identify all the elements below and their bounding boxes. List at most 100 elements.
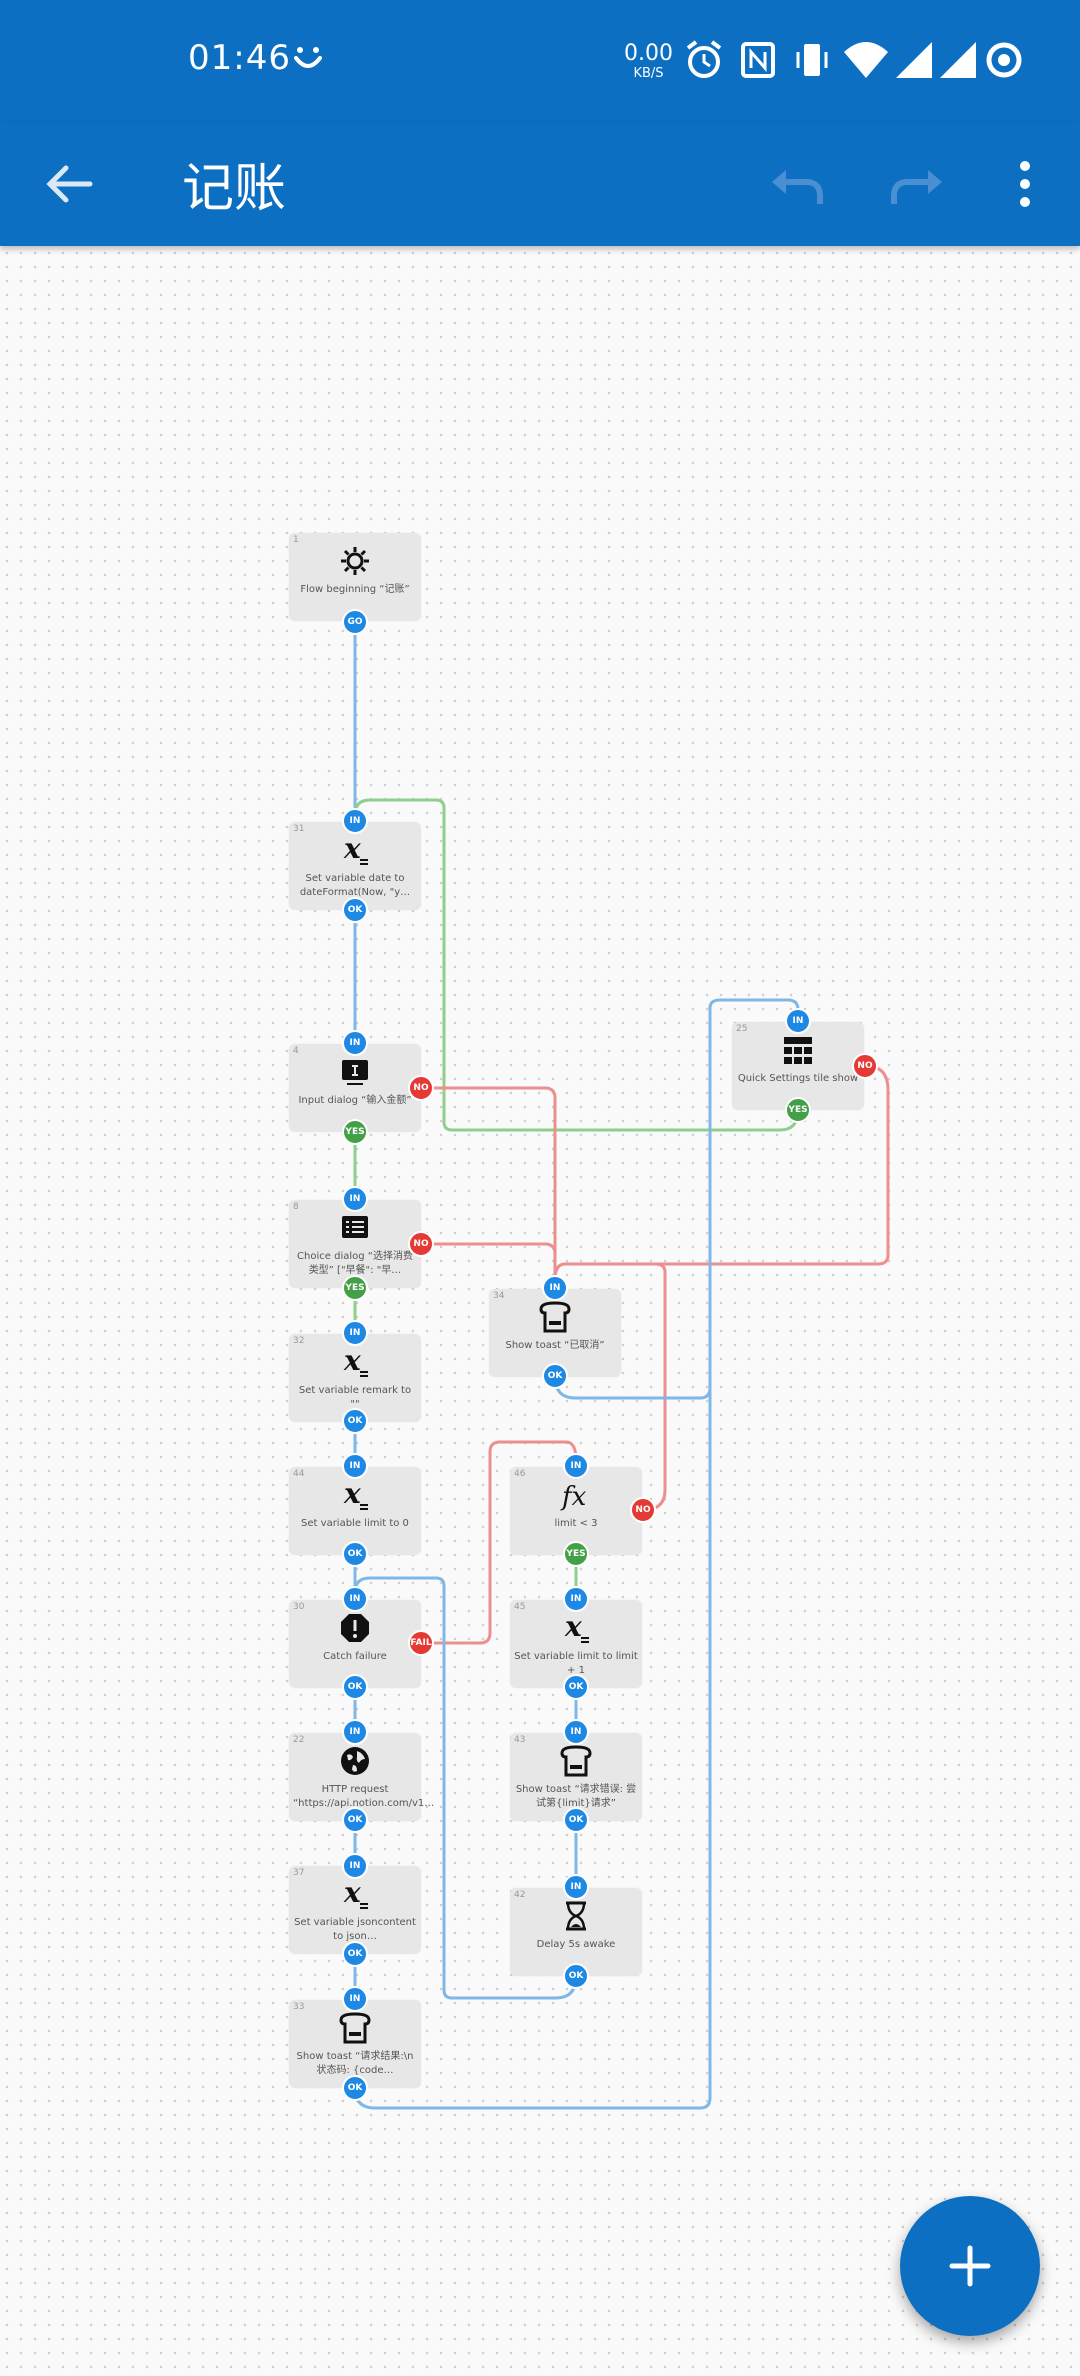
block-number: 44 xyxy=(293,1469,305,1479)
port-in[interactable]: IN xyxy=(342,1030,368,1056)
more-vert-icon[interactable] xyxy=(1010,154,1040,214)
port-in[interactable]: IN xyxy=(342,1719,368,1745)
block-number: 33 xyxy=(293,2002,305,2012)
port-fail[interactable]: FAIL xyxy=(408,1630,434,1656)
port-in[interactable]: IN xyxy=(342,1186,368,1212)
block-label: Show toast “请求结果:\n状态码: {code… xyxy=(296,2051,414,2076)
net-speed-unit: KB/S xyxy=(633,66,664,81)
svg-text:x: x xyxy=(343,1876,361,1909)
block-label: Set variable limit to 0 xyxy=(301,1518,409,1529)
port-ok[interactable]: OK xyxy=(563,1674,589,1700)
net-speed-value: 0.00 xyxy=(624,41,673,66)
port-in[interactable]: IN xyxy=(563,1586,589,1612)
smile-icon xyxy=(294,47,322,68)
port-ok[interactable]: OK xyxy=(342,1941,368,1967)
svg-text:fx: fx xyxy=(560,1482,587,1512)
port-ok[interactable]: OK xyxy=(563,1807,589,1833)
port-yes[interactable]: YES xyxy=(563,1541,589,1567)
alert-icon xyxy=(341,1614,369,1642)
port-yes[interactable]: YES xyxy=(785,1097,811,1123)
block-number: 34 xyxy=(493,1291,505,1301)
nfc-icon xyxy=(741,42,775,78)
port-in[interactable]: IN xyxy=(563,1719,589,1745)
choice-list-icon xyxy=(342,1216,368,1238)
hourglass-icon xyxy=(566,1901,586,1931)
port-ok[interactable]: OK xyxy=(342,2075,368,2101)
block-number: 43 xyxy=(514,1735,526,1745)
net-speed: 0.00 KB/S xyxy=(624,41,673,84)
port-yes[interactable]: YES xyxy=(342,1119,368,1145)
toast-icon xyxy=(560,1745,592,1777)
port-no[interactable]: NO xyxy=(852,1053,878,1079)
block-number: 31 xyxy=(293,824,305,834)
block-number: 32 xyxy=(293,1336,305,1346)
port-ok[interactable]: OK xyxy=(342,1408,368,1434)
add-icon xyxy=(949,2245,991,2287)
block-label: Show toast “已取消” xyxy=(505,1340,605,1351)
port-go[interactable]: GO xyxy=(342,609,368,635)
svg-text:x: x xyxy=(343,832,361,865)
globe-icon xyxy=(341,1747,369,1775)
block-number: 4 xyxy=(293,1046,299,1056)
block-number: 1 xyxy=(293,535,299,545)
input-dialog-icon xyxy=(342,1060,368,1085)
svg-text:x: x xyxy=(564,1610,582,1643)
port-no[interactable]: NO xyxy=(408,1075,434,1101)
status-time: 01:46 xyxy=(188,38,291,78)
alarm-icon xyxy=(686,40,722,78)
port-no[interactable]: NO xyxy=(630,1497,656,1523)
signal-1-icon xyxy=(896,42,932,78)
arrow-back-icon[interactable] xyxy=(40,154,100,214)
block-label: Quick Settings tile show xyxy=(737,1073,859,1084)
port-in[interactable]: IN xyxy=(563,1453,589,1479)
block-choice-dialog[interactable]: 8 Choice dialog “选择消费类型” ["早餐": "早… xyxy=(289,1200,421,1288)
add-block-button[interactable] xyxy=(900,2196,1040,2336)
port-in[interactable]: IN xyxy=(785,1008,811,1034)
block-label: Catch failure xyxy=(323,1651,387,1662)
undo-icon[interactable] xyxy=(768,162,828,212)
variable-icon: x xyxy=(343,1344,368,1377)
block-label: Input dialog “输入金额” xyxy=(298,1095,412,1106)
port-ok[interactable]: OK xyxy=(342,1541,368,1567)
page-title: 记账 xyxy=(182,159,287,219)
toast-icon xyxy=(339,2012,371,2044)
block-flow-beginning[interactable]: 1 Flow beginning “记账” xyxy=(289,533,421,621)
port-in[interactable]: IN xyxy=(342,1853,368,1879)
signal-2-icon xyxy=(940,42,976,78)
block-number: 42 xyxy=(514,1890,526,1900)
battery-ring-icon xyxy=(986,42,1022,78)
port-ok[interactable]: OK xyxy=(342,897,368,923)
svg-text:x: x xyxy=(343,1344,361,1377)
port-in[interactable]: IN xyxy=(342,1986,368,2012)
port-ok[interactable]: OK xyxy=(342,1807,368,1833)
port-ok[interactable]: OK xyxy=(542,1363,568,1389)
port-in[interactable]: IN xyxy=(342,1586,368,1612)
wifi-icon xyxy=(844,42,888,78)
block-label: Set variable date to dateFormat(Now, "y… xyxy=(299,873,411,898)
port-in[interactable]: IN xyxy=(342,1320,368,1346)
block-number: 37 xyxy=(293,1868,305,1878)
tile-icon xyxy=(784,1037,812,1064)
port-yes[interactable]: YES xyxy=(342,1275,368,1301)
svg-text:x: x xyxy=(343,1477,361,1510)
block-number: 25 xyxy=(736,1024,748,1034)
port-no[interactable]: NO xyxy=(408,1231,434,1257)
port-in[interactable]: IN xyxy=(342,1453,368,1479)
port-in[interactable]: IN xyxy=(542,1275,568,1301)
port-in[interactable]: IN xyxy=(563,1874,589,1900)
toast-icon xyxy=(539,1301,571,1333)
function-icon: fx xyxy=(560,1482,587,1512)
port-ok[interactable]: OK xyxy=(342,1674,368,1700)
block-label: Set variable jsoncontent to json… xyxy=(294,1917,416,1942)
variable-icon: x xyxy=(343,1477,368,1510)
block-number: 8 xyxy=(293,1202,299,1212)
redo-icon[interactable] xyxy=(886,162,946,212)
block-number: 45 xyxy=(514,1602,526,1612)
port-ok[interactable]: OK xyxy=(563,1963,589,1989)
vibrate-icon xyxy=(796,44,828,76)
block-number: 30 xyxy=(293,1602,305,1612)
block-label: limit < 3 xyxy=(554,1518,598,1529)
app-bar: 记账 xyxy=(0,124,1080,246)
block-label: Choice dialog “选择消费类型” ["早餐": "早… xyxy=(297,1251,413,1276)
port-in[interactable]: IN xyxy=(342,808,368,834)
